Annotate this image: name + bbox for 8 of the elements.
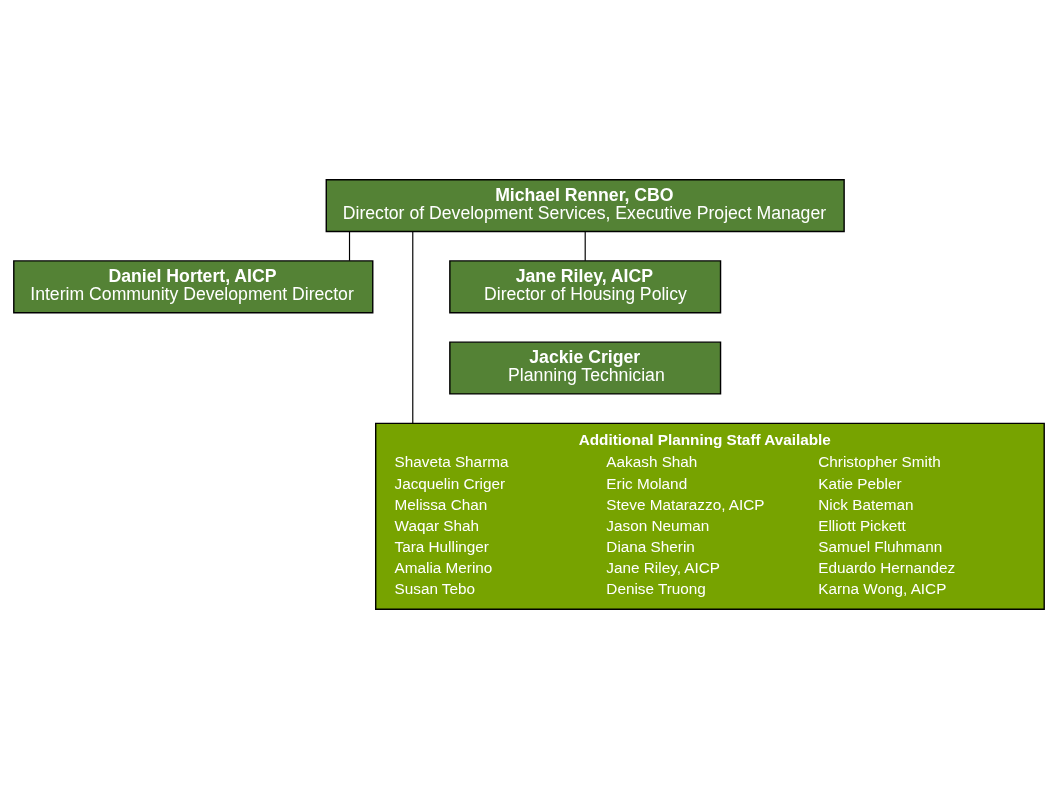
connector: [412, 230, 414, 424]
node-box: Daniel Hortert, AICP Interim Community Development Director: [13, 259, 374, 313]
node-box: Michael Renner, CBO Director of Development Services, Executive Project Manager: [325, 178, 845, 232]
node-box: Additional Planning Staff Available Shaveta Sharma Aakash Shah Christopher Smith Jacquelin Criger Eric Moland Katie Pebler Melissa Chan Steve Matarazzo, AICP Nick Bateman Waqar Shah Jason Neuman Elliott Pickett Tara Hullinger Diana Sherin Samuel Fluhmann Amalia Merino Jane Riley, AICP Eduardo Hernandez Susan Tebo Denise Truong Karna Wong, AICP: [375, 422, 1045, 610]
node-box: Jackie Criger Planning Technician: [449, 340, 722, 395]
connector: [584, 230, 586, 261]
connector: [348, 230, 351, 261]
node-box: Jane Riley, AICP Director of Housing Policy: [449, 259, 722, 313]
